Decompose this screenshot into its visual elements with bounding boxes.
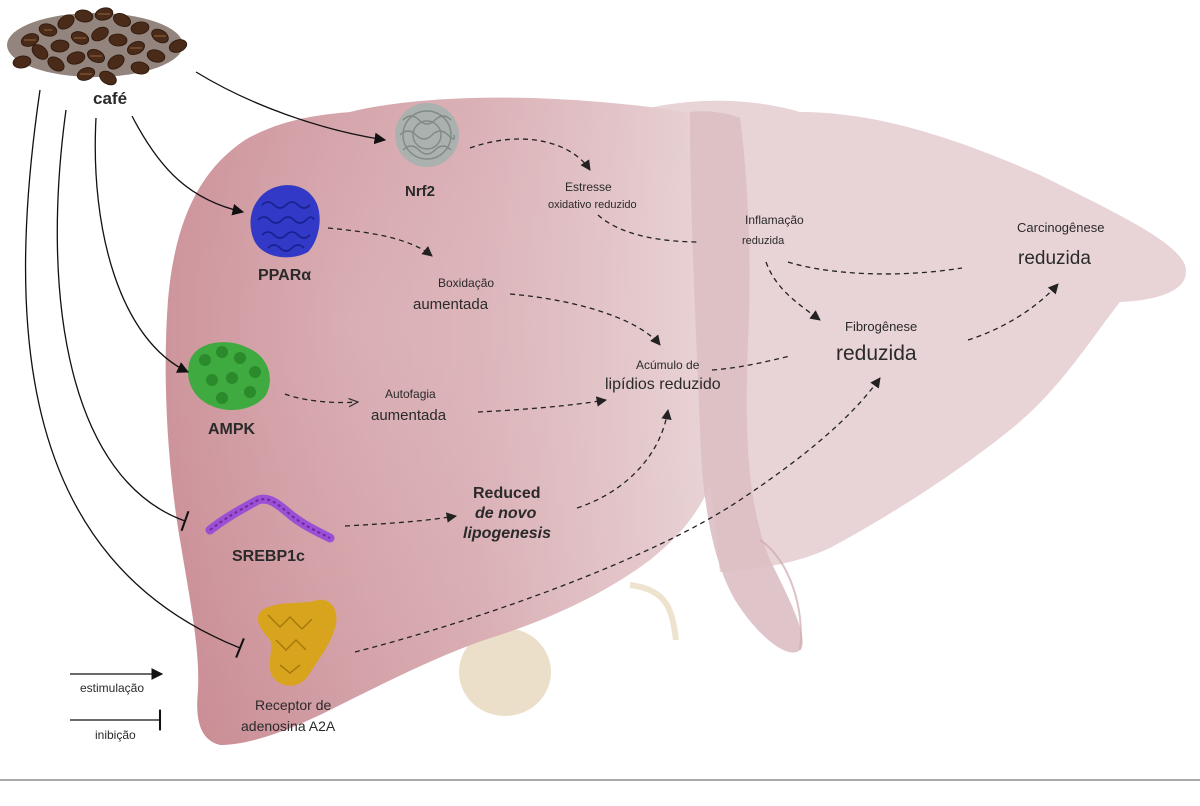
a2a-label-line1: Receptor de <box>255 697 331 713</box>
ampk-protein-icon <box>188 342 270 411</box>
legend-stimulation-label: estimulação <box>80 681 144 695</box>
fibrogenesis-label-line2: reduzida <box>836 342 917 365</box>
ppara-label: PPARα <box>258 267 311 284</box>
inhibit-coffee-a2a <box>24 89 245 659</box>
liver-illustration <box>165 97 1186 745</box>
betaox-label-line2: aumentada <box>413 296 489 313</box>
arrow-coffee-ppara <box>131 115 245 216</box>
betaox-label-line1: Boxidação <box>438 276 494 290</box>
coffee-beans-icon <box>7 7 188 86</box>
srebp1c-protein-icon <box>205 494 335 543</box>
ampk-label: AMPK <box>208 421 256 438</box>
lipogenesis-label-line2: de novo <box>475 505 537 522</box>
autophagy-label-line2: aumentada <box>371 407 447 424</box>
nrf2-protein-icon <box>395 103 459 167</box>
carcinogenesis-label-line1: Carcinogênese <box>1017 220 1104 235</box>
gallbladder <box>459 628 551 716</box>
falciform-ligament <box>690 111 803 653</box>
lipogenesis-label-line3: lipogenesis <box>463 525 551 542</box>
pathway-arrows <box>284 138 1059 653</box>
lipid-label-line2: lipídios reduzido <box>605 376 721 393</box>
stress-label-line1: Estresse <box>565 180 612 194</box>
coffee-arrows <box>24 71 387 659</box>
fibrogenesis-label-line1: Fibrogênese <box>845 319 917 334</box>
ppara-protein-icon <box>250 185 320 258</box>
legend: estimulação inibição <box>70 668 164 742</box>
autophagy-label-line1: Autofagia <box>385 387 436 401</box>
inflammation-label-line2: reduzida <box>742 235 785 247</box>
stress-label-line2: oxidativo reduzido <box>548 199 637 211</box>
ligament-strand <box>629 582 679 641</box>
inhibit-coffee-srebp1c <box>56 109 190 532</box>
lipogenesis-label-line1: Reduced <box>473 485 541 502</box>
arrow-coffee-nrf2 <box>195 71 387 145</box>
coffee-label: café <box>93 89 127 108</box>
liver-right-lobe <box>640 100 1186 572</box>
carcinogenesis-label-line2: reduzida <box>1018 248 1091 269</box>
legend-inhibition-label: inibição <box>95 728 136 742</box>
nrf2-label: Nrf2 <box>405 183 435 200</box>
lipid-label-line1: Acúmulo de <box>636 358 700 372</box>
srebp1c-label: SREBP1c <box>232 548 305 565</box>
inflammation-label-line1: Inflamação <box>745 213 804 227</box>
a2a-receptor-protein-icon <box>257 599 337 686</box>
arrow-coffee-ampk <box>94 117 190 373</box>
a2a-label-line2: adenosina A2A <box>241 718 336 734</box>
